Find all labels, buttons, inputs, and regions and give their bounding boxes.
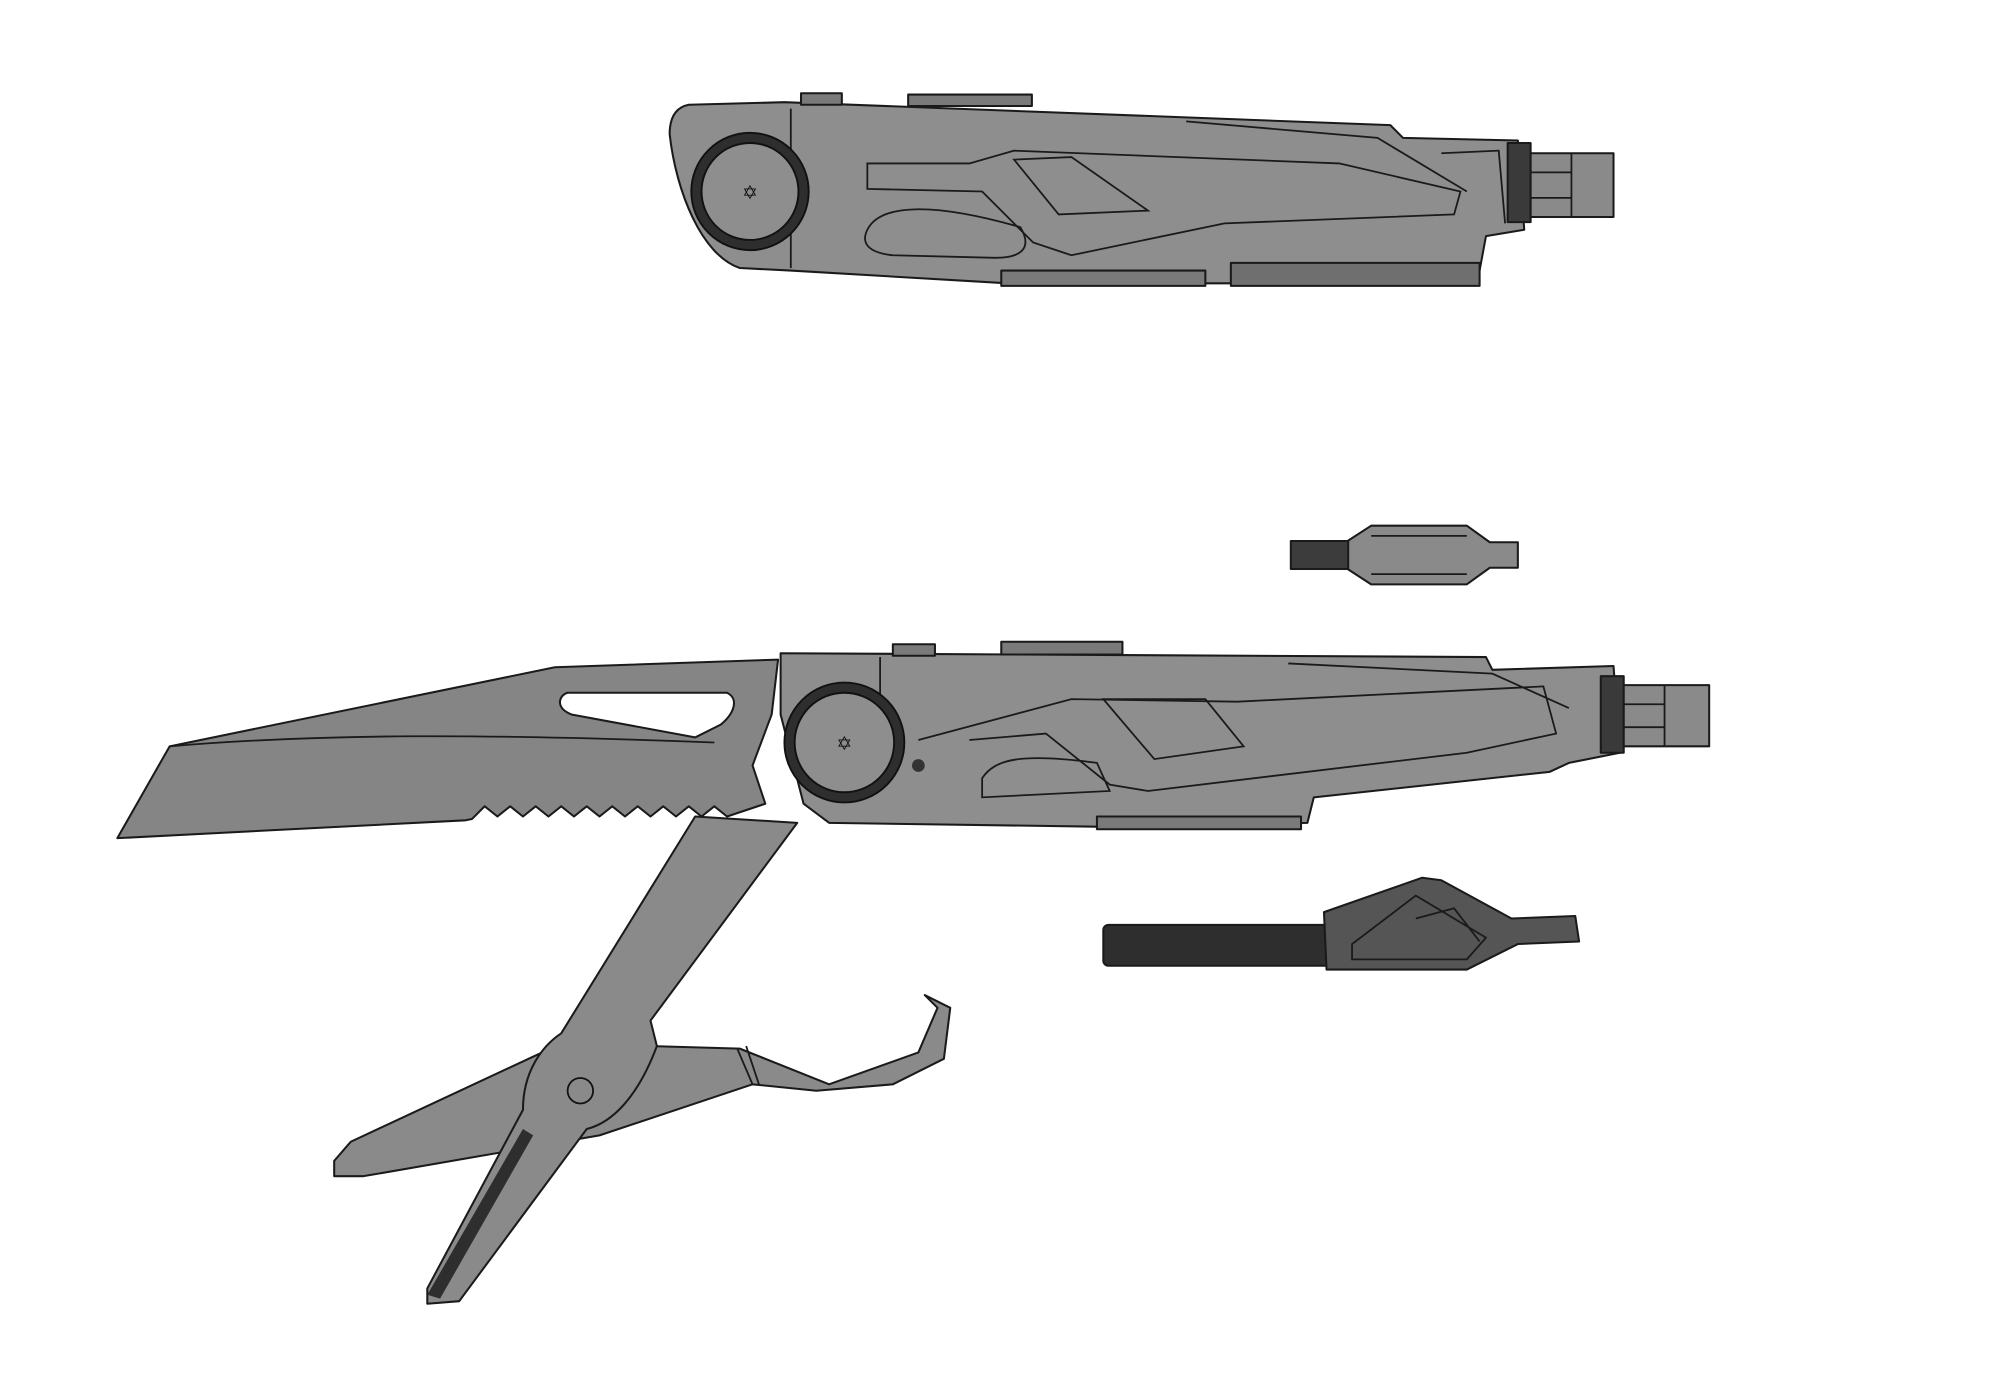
open-bottom-rail <box>1095 815 1303 831</box>
fire-starter <box>1102 876 1581 971</box>
open-top-clip-1 <box>891 643 936 657</box>
closed-tool-body <box>668 101 1526 285</box>
closed-torx-icon: ✡ <box>742 183 758 204</box>
closed-multitool: ✡ <box>668 92 1615 287</box>
closed-bottom-rail-2 <box>1229 261 1481 287</box>
blade <box>116 658 780 840</box>
open-torx-icon: ✡ <box>836 734 852 755</box>
closed-bit-holder <box>1506 141 1532 224</box>
scissors <box>333 815 952 1305</box>
closed-pivot <box>700 142 800 241</box>
scissors-lower-blade <box>426 815 799 1305</box>
open-multitool: ✡ <box>779 640 1711 831</box>
detent-pin <box>911 759 925 772</box>
closed-top-clip-2 <box>907 93 1033 108</box>
open-pivot <box>793 691 896 794</box>
bit-hex-end <box>1289 539 1350 571</box>
scissors-edge <box>427 1128 534 1299</box>
blade-thumb-hole <box>558 691 736 739</box>
serrated-blade <box>116 658 780 840</box>
bit-shank <box>1344 524 1519 586</box>
open-screwdriver-bit <box>1622 684 1711 748</box>
loose-bit <box>1289 524 1519 586</box>
open-bit-holder <box>1599 675 1625 754</box>
open-top-clip-2 <box>1000 640 1124 656</box>
closed-bottom-rail-1 <box>1000 269 1207 287</box>
ferro-rod <box>1102 923 1334 967</box>
closed-top-clip-1 <box>800 92 843 106</box>
striker-handle <box>1322 876 1581 971</box>
scissors-pivot <box>566 1077 595 1105</box>
open-tool-body <box>779 652 1621 828</box>
